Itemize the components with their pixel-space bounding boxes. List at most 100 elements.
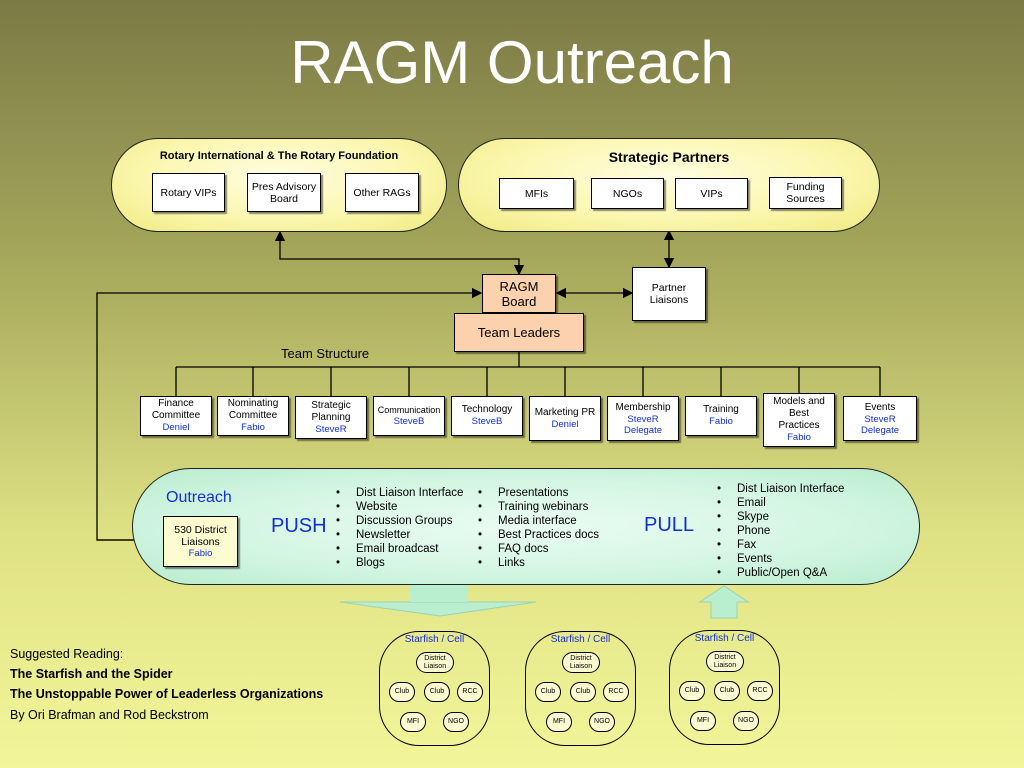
team-name: Events [864,401,896,413]
list-item: Media interface [476,514,599,528]
pull-list: Dist Liaison InterfaceEmailSkypePhoneFax… [715,482,844,580]
starfish-cell [379,631,490,746]
ngo-node: NGO [443,712,469,732]
starfish-title: Starfish / Cell [404,634,465,645]
list-item: Skype [715,510,844,524]
list-item: Training webinars [476,500,599,514]
club-node: Club [679,681,705,701]
list-item: Discussion Groups [334,514,463,528]
team-structure-label: Team Structure [281,346,370,361]
club-node: Club [570,682,596,702]
team-leaders-box: Team Leaders [454,313,584,352]
book-title: The Starfish and the Spider [10,667,173,681]
push-list-2: PresentationsTraining webinarsMedia inte… [476,486,599,570]
district-liaisons-box: 530 District Liaisons Fabio [163,516,238,567]
push-list-1: Dist Liaison InterfaceWebsiteDiscussion … [334,486,463,570]
team-lead: SteveR Delegate [860,413,900,436]
pull-label: PULL [644,514,695,536]
rotary-heading: Rotary International & The Rotary Founda… [159,150,399,162]
team-lead: SteveR Delegate [623,413,663,436]
team-lead: SteveR [315,423,347,435]
team-name: Communication [377,405,441,415]
list-item: Phone [715,524,844,538]
page-title: RAGM Outreach [290,29,734,96]
team-name: Membership [615,401,671,413]
mfi-node: MFI [690,711,716,731]
mfi-node: MFI [546,712,572,732]
list-item: Email [715,496,844,510]
team-lead: Fabio [241,422,265,433]
starfish-title: Starfish / Cell [550,634,611,645]
vips-box: VIPs [675,178,748,209]
team-name: Nominating Committee [227,398,279,421]
starfish-cell [669,630,780,745]
rcc-node: RCC [457,682,483,702]
outreach-label: Outreach [166,489,232,506]
club-node: Club [389,682,415,702]
ngos-box: NGOs [591,178,664,209]
team-name: Training [703,404,739,415]
ngo-node: NGO [589,712,615,732]
list-item: Links [476,556,599,570]
partner-liaisons-box: Partner Liaisons [632,267,706,321]
team-name: Marketing PR [534,406,596,418]
team-name: Finance Committee [151,398,201,421]
team-lead: SteveB [471,416,503,427]
team-lead: Deniel [162,422,190,433]
district-liaison-node: District Liaison [416,652,454,673]
list-item: Public/Open Q&A [715,566,844,580]
book-authors: By Ori Brafman and Rod Beckstrom [10,708,209,722]
mfis-box: MFIs [499,178,574,209]
list-item: Website [334,500,463,514]
team-lead: Fabio [787,432,811,443]
list-item: FAQ docs [476,542,599,556]
team-name: Models and Best Practices [773,396,825,431]
list-item: Presentations [476,486,599,500]
rotary-vips-box: Rotary VIPs [152,173,225,212]
list-item: Blogs [334,556,463,570]
list-item: Newsletter [334,528,463,542]
club-node: Club [714,681,740,701]
rcc-node: RCC [603,682,629,702]
rcc-node: RCC [747,681,773,701]
list-item: Dist Liaison Interface [334,486,463,500]
district-liaisons-text: 530 District Liaisons [174,523,227,548]
list-item: Best Practices docs [476,528,599,542]
district-liaisons-lead: Fabio [188,547,213,559]
team-lead: SteveB [393,416,425,427]
ragm-board-box: RAGM Board [482,274,556,313]
starfish-cell [525,631,636,746]
starfish-title: Starfish / Cell [694,633,755,644]
mfi-node: MFI [400,712,426,732]
funding-sources-box: Funding Sources [769,177,842,209]
strategic-partners-heading: Strategic Partners [608,149,730,165]
district-liaison-node: District Liaison [706,651,744,672]
push-label: PUSH [271,515,327,537]
book-subtitle: The Unstoppable Power of Leaderless Orga… [10,687,324,701]
list-item: Fax [715,538,844,552]
list-item: Events [715,552,844,566]
district-liaison-node: District Liaison [562,652,600,673]
club-node: Club [424,682,450,702]
list-item: Email broadcast [334,542,463,556]
club-node: Club [535,682,561,702]
pres-advisory-board-box: Pres Advisory Board [247,173,321,212]
suggested-reading-heading: Suggested Reading: [10,647,124,661]
other-rags-box: Other RAGs [345,173,419,212]
list-item: Dist Liaison Interface [715,482,844,496]
team-name: Technology [461,404,513,415]
team-name: Strategic Planning [311,399,351,423]
ngo-node: NGO [733,711,759,731]
team-lead: Fabio [709,416,733,427]
